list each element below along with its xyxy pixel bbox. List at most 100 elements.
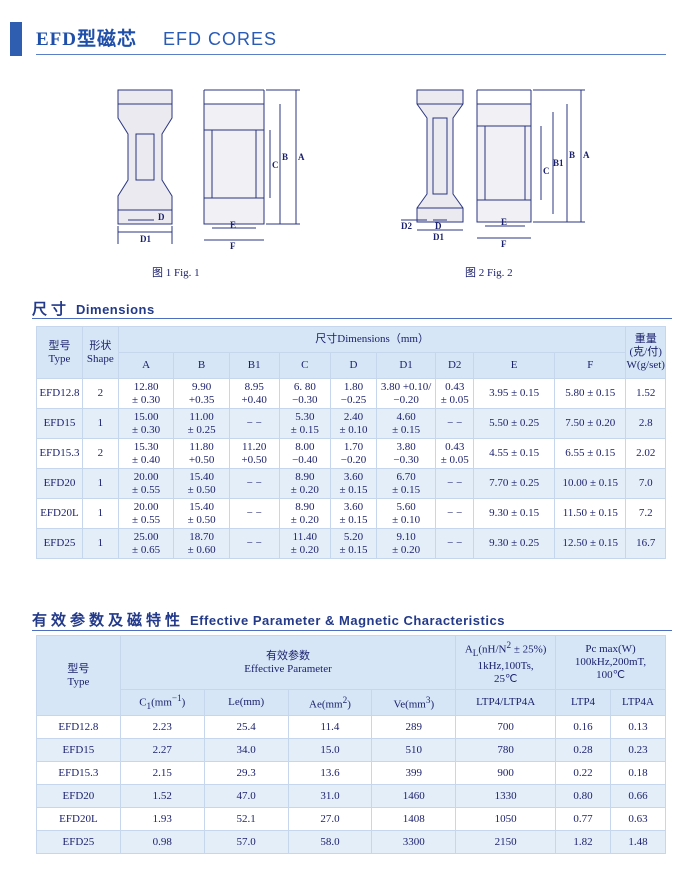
eff-cell-c1: 1.93 [119,807,205,831]
dims-cell-weight: 1.52 [625,378,666,409]
dims-cell-weight: 2.02 [625,438,666,469]
dims-cell-d: 3.60± 0.15 [330,468,377,499]
dims-cell-b1-line2: +0.40 [241,393,267,406]
dims-cell-d1-line2: ± 0.15 [392,483,421,496]
eff-header-al-line3: 25℃ [493,672,518,685]
dims-header-dimensions: 尺寸Dimensions（mm） [117,326,627,353]
eff-cell-al: 1050 [455,807,557,831]
eff-cell-type: EFD15 [36,738,121,762]
dims-cell-d2: − − [435,498,475,529]
dims-cell-c-line1: 11.40 [292,530,317,543]
fig2-dim-b1: B1 [553,158,564,168]
dims-cell-d: 1.80−0.25 [330,378,377,409]
dims-cell-type: EFD15 [36,408,83,439]
dims-header-weight-en: W(g/set) [626,359,665,371]
eff-cell-ve: 510 [371,738,457,762]
eff-header-type-en: Type [67,675,90,688]
dims-cell-d2-line1: 0.43 [445,440,465,453]
eff-c1-close: ) [181,696,186,709]
dims-cell-d-line1: 1.80 [343,380,364,393]
eff-cell-ve: 399 [371,761,457,785]
dims-cell-b1-line1: 11.20 [242,440,267,453]
dims-col-b1: B1 [228,352,280,379]
eff-cell-ltp4a: 0.23 [610,738,666,762]
eff-al-sup: 2 [506,640,512,651]
dims-cell-b-line1: 11.80 [189,440,214,453]
figure-1-drawing: A B C D D1 E F [117,89,305,251]
dims-cell-c: 6. 80−0.30 [278,378,332,409]
dims-cell-b1-line2: +0.50 [241,453,267,466]
fig2-dim-f: F [501,239,507,249]
dims-cell-d1-line1: 5.60 [396,500,416,513]
dims-cell-f: 6.55 ± 0.15 [554,438,627,469]
dims-cell-b1-line1: − − [246,477,262,489]
eff-ae-close: ) [347,698,351,711]
dims-cell-a-line1: 15.30 [133,440,159,453]
eff-cell-ltp4: 0.28 [555,738,611,762]
dims-cell-weight: 7.2 [625,498,666,529]
dims-cell-d2-line2: ± 0.05 [440,393,469,406]
dims-cell-d-line2: ± 0.10 [339,423,368,436]
figure-2-drawing: A B B1 C D D2 D1 E F [401,89,590,249]
fig1-dim-b: B [282,152,288,162]
eff-cell-c1: 0.98 [119,830,205,854]
dims-cell-d1: 3.80 +0.10/−0.20 [375,378,437,409]
dims-cell-d1-line2: ± 0.15 [392,423,421,436]
eff-cell-ae: 11.4 [287,715,373,739]
eff-cell-ae: 31.0 [287,784,373,808]
fig1-dim-c: C [272,160,279,170]
eff-cell-type: EFD25 [36,830,121,854]
dims-col-b: B [173,352,230,379]
eff-cell-ltp4: 0.77 [555,807,611,831]
dims-cell-shape: 2 [81,438,119,469]
dims-cell-a-line2: ± 0.30 [132,393,161,406]
dims-cell-d2-line2: ± 0.05 [440,453,469,466]
eff-cell-al: 1330 [455,784,557,808]
dims-cell-type: EFD12.8 [36,378,83,409]
dims-cell-c-line2: −0.40 [292,453,318,466]
dims-cell-b-line1: 11.00 [189,410,214,423]
eff-cell-ve: 1460 [371,784,457,808]
dims-cell-b1-line1: − − [246,417,262,429]
dims-cell-d2-line1: − − [447,507,463,519]
eff-col-ltp4: LTP4 [555,689,611,716]
eff-al-symbol: A [464,643,473,656]
dims-cell-b-line1: 9.90 [191,380,212,393]
dims-cell-d2: 0.43± 0.05 [435,438,475,469]
dims-cell-a-line2: ± 0.65 [132,543,161,556]
dims-cell-b-line2: ± 0.50 [187,483,216,496]
dims-cell-b1-line1: − − [246,507,262,519]
dims-cell-b-line2: +0.35 [188,393,215,406]
dims-cell-c-line1: 8.90 [295,470,315,483]
eff-header-param-en: Effective Parameter [244,662,332,675]
dims-cell-c-line1: 6. 80 [293,380,316,393]
eff-header-param-zh: 有效参数 [266,649,311,662]
eff-ve-sup: 3 [425,694,431,705]
dims-cell-type: EFD20 [36,468,83,499]
dims-cell-d-line2: ± 0.15 [339,513,368,526]
eff-header-type-zh: 型号 [67,662,90,675]
dims-cell-c-line2: −0.30 [292,393,318,406]
dims-cell-a-line1: 25.00 [133,530,159,543]
fig1-dim-d: D [158,212,165,222]
dims-cell-d: 5.20± 0.15 [330,528,377,559]
dims-cell-d-line2: −0.25 [340,393,367,406]
eff-cell-type: EFD20L [36,807,121,831]
eff-col-ve: Ve(mm3) [371,689,457,716]
dims-header-type-zh: 型号 [48,339,71,352]
dims-cell-type: EFD25 [36,528,83,559]
eff-cell-ae: 27.0 [287,807,373,831]
dims-cell-b1: − − [228,498,280,529]
dims-cell-c-line1: 8.00 [295,440,315,453]
eff-cell-type: EFD15.3 [36,761,121,785]
dims-cell-shape: 2 [81,378,119,409]
dims-cell-c: 5.30± 0.15 [278,408,332,439]
dims-cell-c: 11.40± 0.20 [278,528,332,559]
eff-header-pc-line1: Pc max(W) [585,643,636,655]
